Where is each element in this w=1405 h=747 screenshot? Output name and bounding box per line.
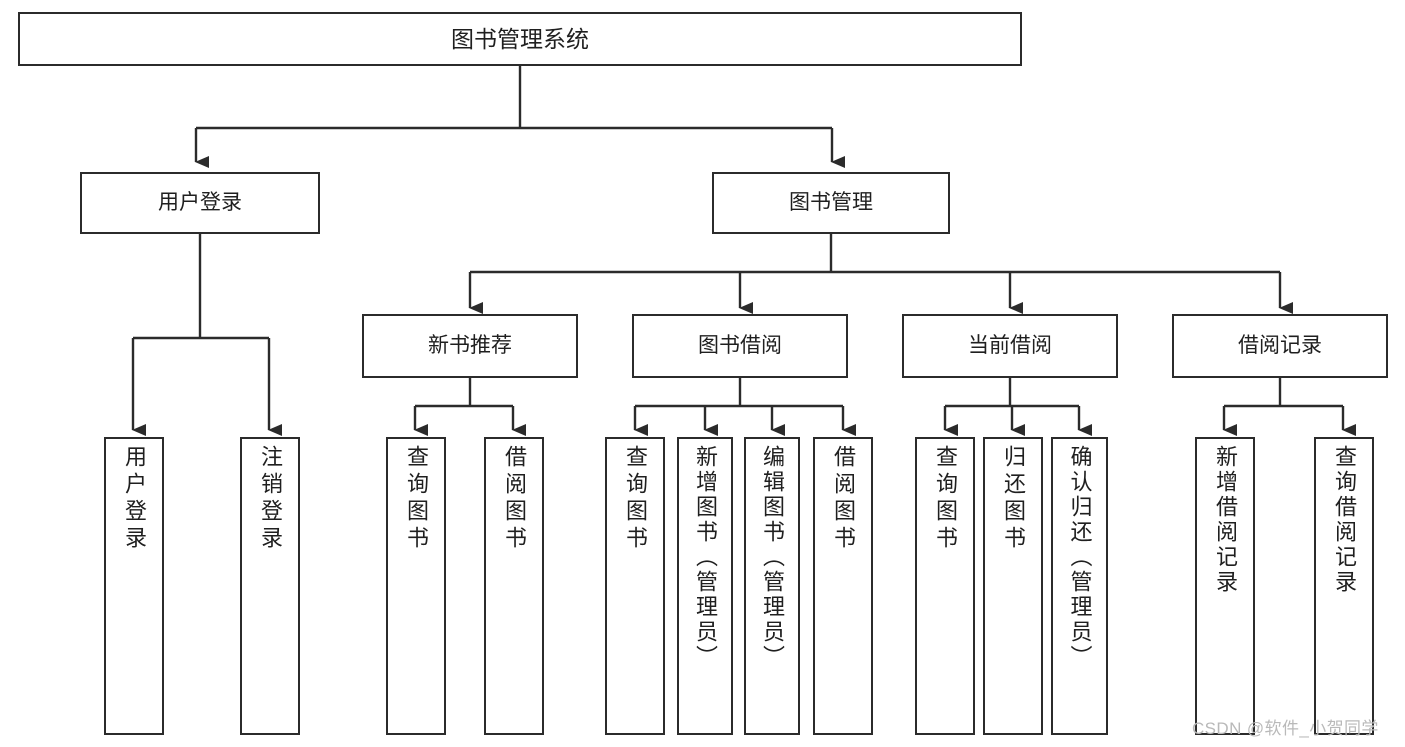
leaf-user-login-signout[interactable]: 注销登录 [240, 437, 300, 735]
leaf-borrow-record-add[interactable]: 新增借阅记录 [1195, 437, 1255, 735]
node-root-book-management-system[interactable]: 图书管理系统 [18, 12, 1022, 66]
node-user-login-label: 用户登录 [158, 190, 242, 214]
leaf-current-borrow-query-label: 查询图书 [933, 445, 958, 553]
leaf-book-borrow-edit[interactable]: 编辑图书（管理员） [744, 437, 800, 735]
leaf-current-borrow-query[interactable]: 查询图书 [915, 437, 975, 735]
node-book-borrow[interactable]: 图书借阅 [632, 314, 848, 378]
node-book-management[interactable]: 图书管理 [712, 172, 950, 234]
node-current-borrow[interactable]: 当前借阅 [902, 314, 1118, 378]
leaf-new-book-borrow[interactable]: 借阅图书 [484, 437, 544, 735]
leaf-book-borrow-edit-label: 编辑图书（管理员） [760, 445, 785, 670]
leaf-user-login-signout-label: 注销登录 [258, 445, 283, 553]
node-user-login[interactable]: 用户登录 [80, 172, 320, 234]
node-borrow-record[interactable]: 借阅记录 [1172, 314, 1388, 378]
leaf-book-borrow-add[interactable]: 新增图书（管理员） [677, 437, 733, 735]
node-book-management-label: 图书管理 [789, 190, 873, 214]
leaf-new-book-borrow-label: 借阅图书 [502, 445, 527, 553]
leaf-borrow-record-query[interactable]: 查询借阅记录 [1314, 437, 1374, 735]
node-new-book-recommend[interactable]: 新书推荐 [362, 314, 578, 378]
leaf-book-borrow-borrow[interactable]: 借阅图书 [813, 437, 873, 735]
leaf-book-borrow-query[interactable]: 查询图书 [605, 437, 665, 735]
leaf-book-borrow-query-label: 查询图书 [623, 445, 648, 553]
leaf-borrow-record-add-label: 新增借阅记录 [1213, 445, 1238, 595]
leaf-current-borrow-confirm-return[interactable]: 确认归还（管理员） [1051, 437, 1108, 735]
node-borrow-record-label: 借阅记录 [1238, 333, 1322, 357]
leaf-current-borrow-return[interactable]: 归还图书 [983, 437, 1043, 735]
node-new-book-recommend-label: 新书推荐 [428, 333, 512, 357]
leaf-new-book-query[interactable]: 查询图书 [386, 437, 446, 735]
node-current-borrow-label: 当前借阅 [968, 333, 1052, 357]
csdn-watermark: CSDN @软件_小贺同学 [1192, 719, 1379, 738]
leaf-user-login-signin[interactable]: 用户登录 [104, 437, 164, 735]
leaf-borrow-record-query-label: 查询借阅记录 [1332, 445, 1357, 595]
leaf-book-borrow-borrow-label: 借阅图书 [831, 445, 856, 553]
leaf-new-book-query-label: 查询图书 [404, 445, 429, 553]
leaf-current-borrow-return-label: 归还图书 [1001, 445, 1026, 553]
node-root-label: 图书管理系统 [451, 25, 589, 52]
leaf-user-login-signin-label: 用户登录 [122, 445, 147, 553]
node-book-borrow-label: 图书借阅 [698, 333, 782, 357]
leaf-current-borrow-confirm-return-label: 确认归还（管理员） [1067, 445, 1093, 670]
leaf-book-borrow-add-label: 新增图书（管理员） [693, 445, 718, 670]
